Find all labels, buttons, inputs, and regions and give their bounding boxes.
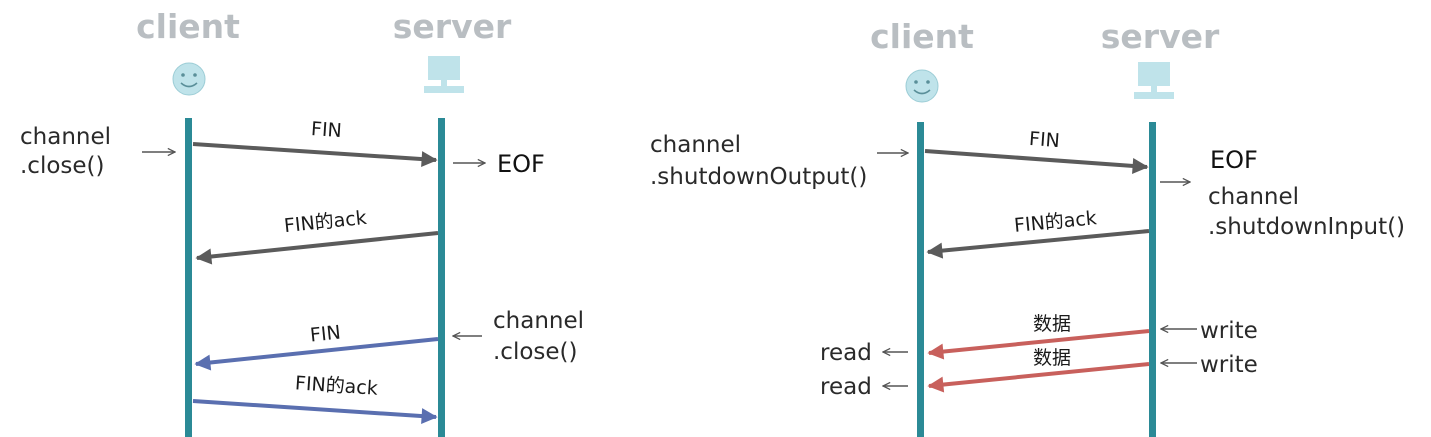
right-server-lifeline [1149, 122, 1156, 437]
left-msg-fin-1-arrow [192, 142, 438, 168]
left-msg-finack-1-arrow [195, 231, 439, 265]
left-client-smiley-icon [172, 62, 206, 96]
right-server-title: server [1101, 17, 1220, 56]
left-client-call-line1: channel [20, 124, 111, 150]
right-read-1-label: read [820, 340, 872, 366]
right-data-2-label: 数据 [1033, 347, 1071, 369]
left-server-eof: EOF [497, 150, 545, 178]
left-diagram: client server channel .close() FIN EOF [20, 7, 584, 437]
left-server-computer-icon [424, 56, 464, 93]
right-write-1-label: write [1200, 318, 1258, 344]
left-client-lifeline [185, 118, 192, 437]
right-write-2-label: write [1200, 352, 1258, 378]
right-msg-finack-arrow [926, 229, 1150, 259]
right-diagram: client server channel .shutdownOutput() … [650, 17, 1405, 437]
right-data-2-arrow [927, 362, 1150, 393]
left-msg-fin-2-arrow [194, 337, 439, 371]
left-client-title: client [136, 7, 240, 46]
left-msg-fin-2-label: FIN [309, 322, 342, 347]
right-msg-finack-label: FIN的ack [1013, 207, 1098, 237]
left-server-call-line2: .close() [493, 339, 578, 365]
left-server-call-line1: channel [493, 308, 584, 334]
right-server-eof: EOF [1210, 146, 1258, 174]
right-client-call-line2: .shutdownOutput() [650, 164, 867, 190]
left-msg-finack-1-label: FIN的ack [283, 207, 368, 237]
left-client-call-line2: .close() [20, 153, 105, 179]
right-client-call-line1: channel [650, 132, 741, 158]
right-read-2-label: read [820, 374, 872, 400]
right-server-computer-icon [1134, 62, 1174, 99]
right-data-1-label: 数据 [1033, 313, 1071, 335]
left-msg-finack-2-arrow [192, 399, 438, 425]
left-msg-fin-1-label: FIN [310, 118, 342, 142]
right-client-smiley-icon [905, 69, 939, 103]
left-server-title: server [393, 7, 512, 46]
right-msg-fin-arrow [924, 149, 1149, 174]
right-data-1-arrow [927, 329, 1150, 360]
left-server-lifeline [438, 118, 445, 437]
right-msg-fin-label: FIN [1028, 128, 1060, 152]
right-server-call-line1: channel [1208, 184, 1299, 210]
right-server-call-line2: .shutdownInput() [1208, 214, 1405, 240]
right-client-title: client [870, 17, 974, 56]
right-client-lifeline [917, 122, 924, 437]
left-msg-finack-2-label: FIN的ack [294, 372, 378, 399]
